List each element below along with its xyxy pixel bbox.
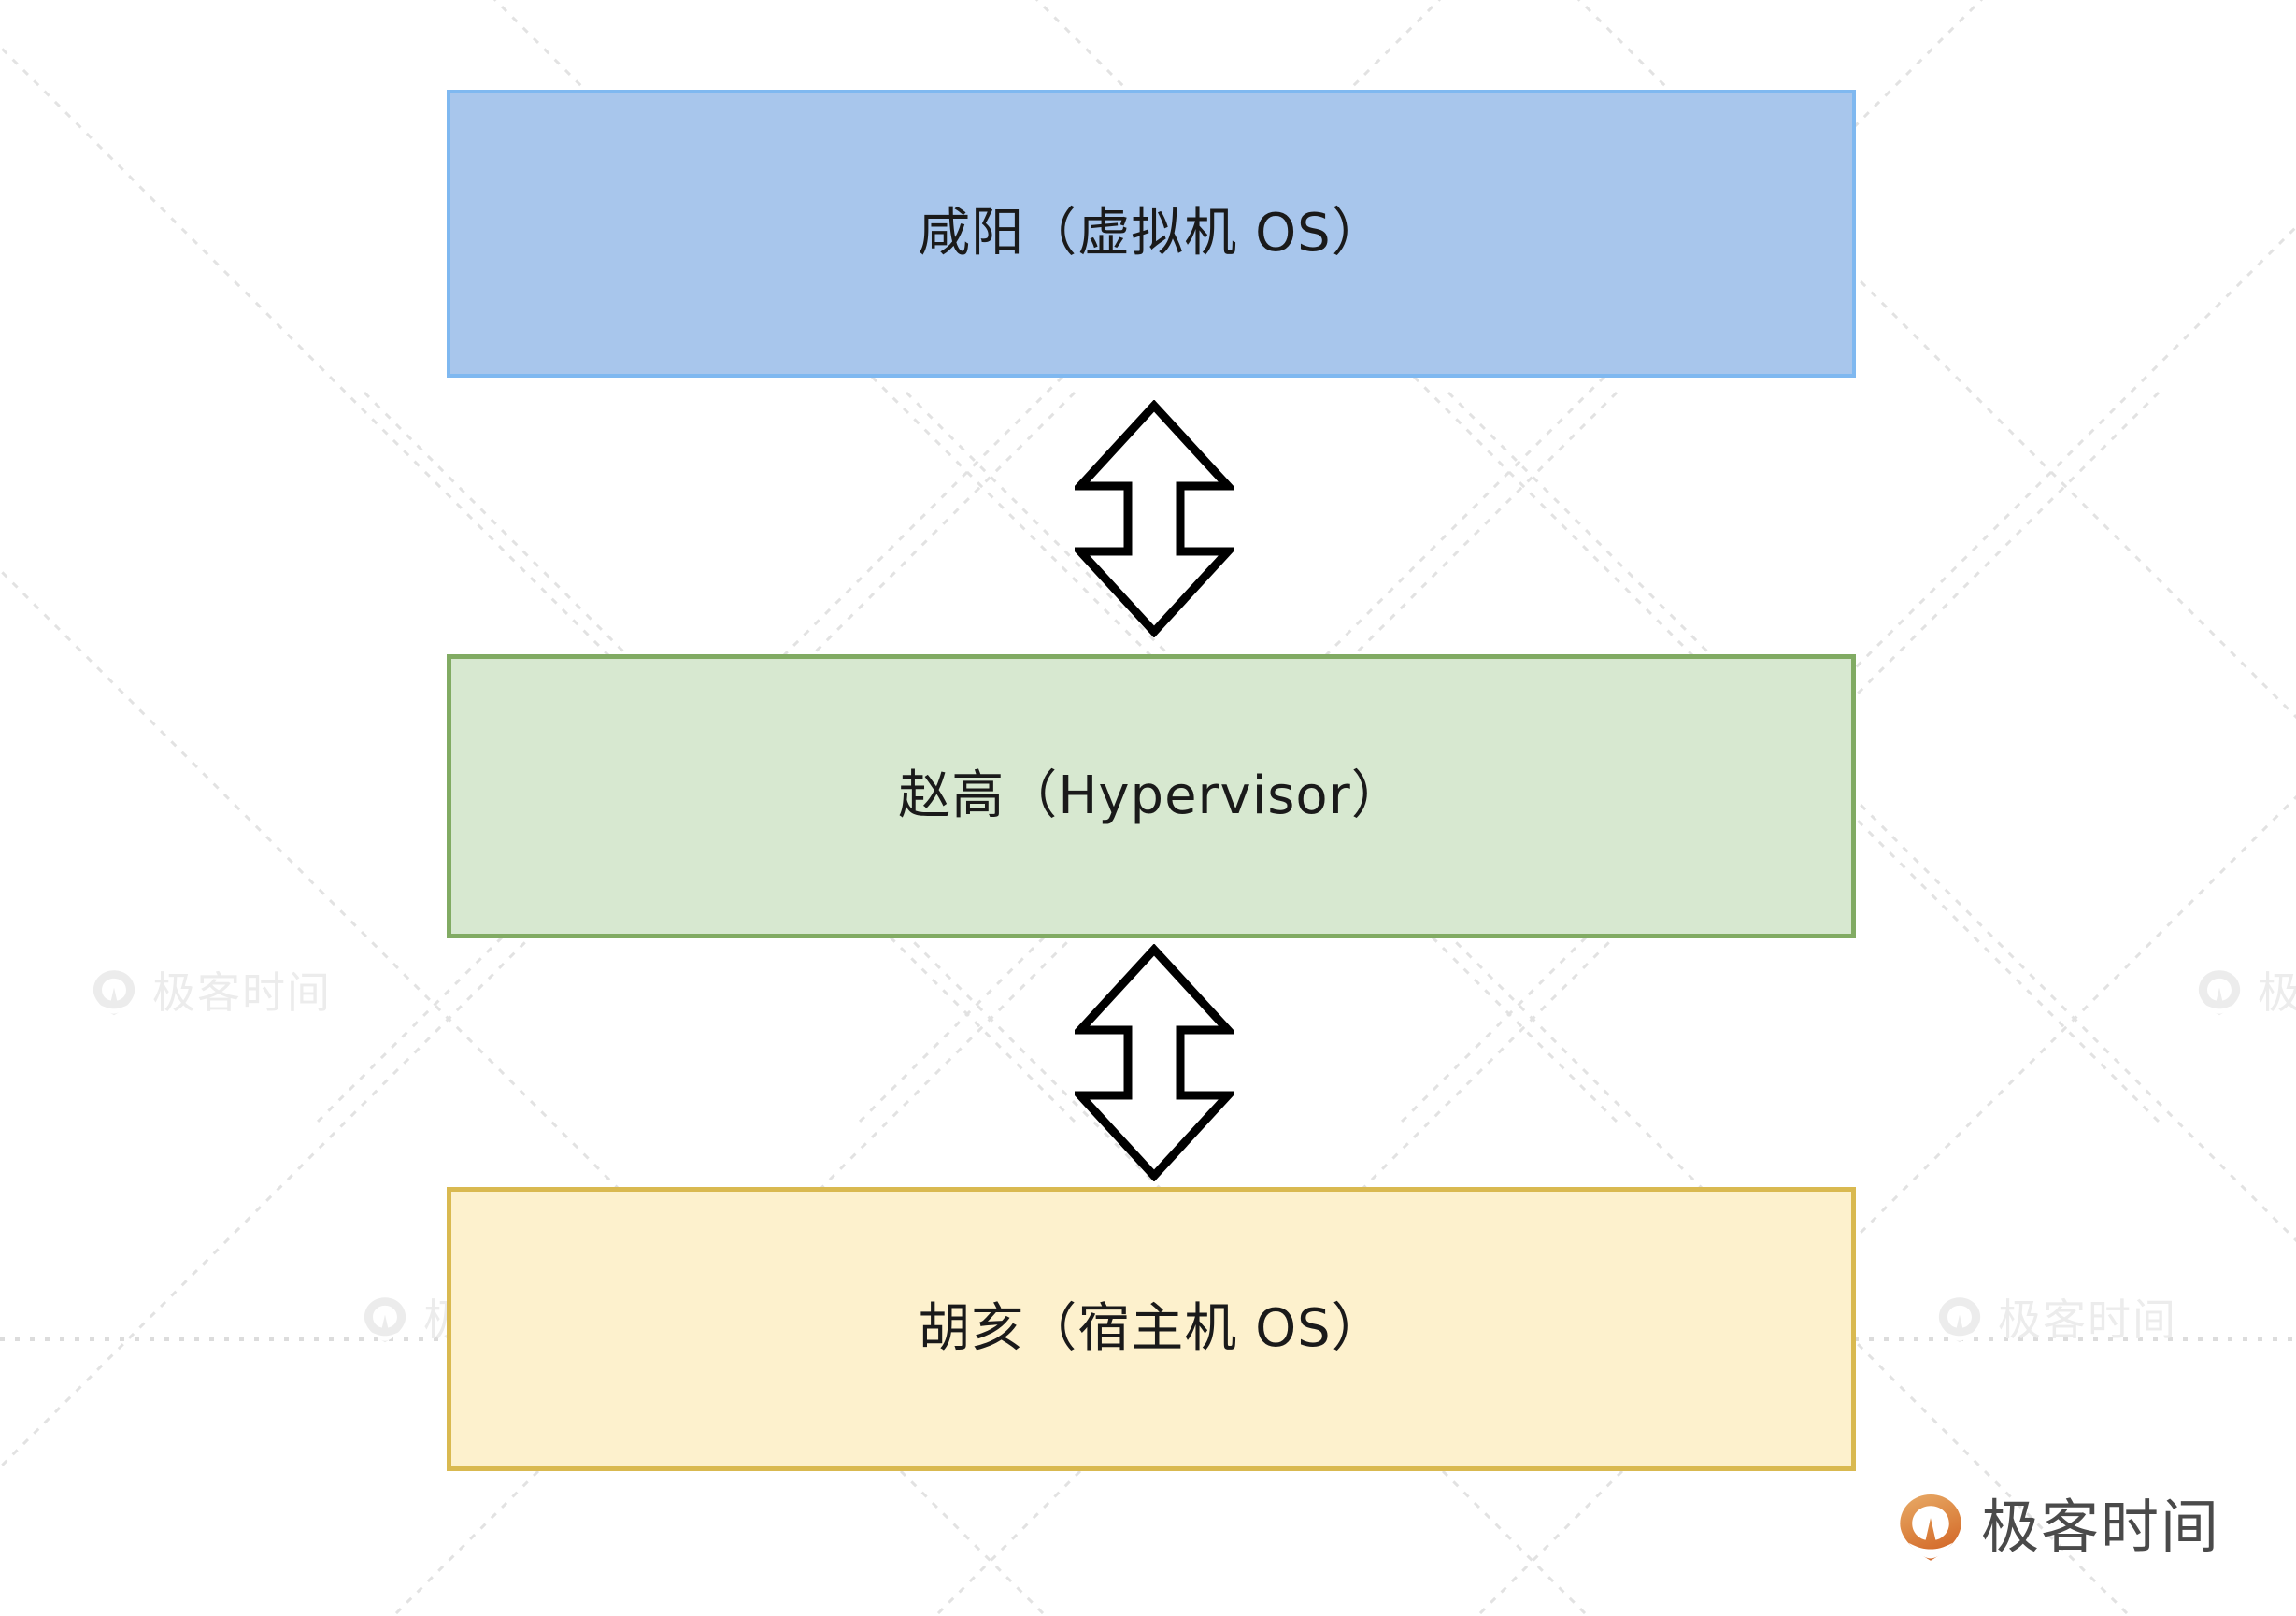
brand-name: 极客时间 — [1981, 1493, 2221, 1561]
layer-box-host-os[interactable]: 胡亥（宿主机 OS） — [447, 1187, 1856, 1471]
watermark-label: 极客时间 — [1998, 1294, 2177, 1345]
background-watermark: 极客时间 — [2194, 967, 2296, 1018]
geektime-pin-icon — [93, 970, 135, 1016]
layer-label-hypervisor: 赵高（Hypervisor） — [898, 765, 1405, 827]
layer-box-hypervisor[interactable]: 赵高（Hypervisor） — [447, 654, 1856, 938]
layer-label-host-os: 胡亥（宿主机 OS） — [918, 1298, 1385, 1360]
background-watermark: 极客时间 — [89, 967, 332, 1018]
watermark-label: 极客时间 — [152, 967, 332, 1018]
geektime-pin-icon — [364, 1297, 406, 1343]
background-watermark: 极客时间 — [1934, 1294, 2177, 1345]
double-headed-vertical-arrow-icon — [1075, 944, 1234, 1181]
watermark-label: 极客时间 — [2258, 967, 2296, 1018]
geektime-pin-icon — [1938, 1297, 1981, 1343]
geektime-pin-icon — [1900, 1494, 1961, 1561]
layer-label-virtual-machine-os: 咸阳（虚拟机 OS） — [918, 203, 1385, 265]
brand-logo: 极客时间 — [1895, 1492, 2220, 1563]
geektime-pin-icon — [2198, 970, 2241, 1016]
double-headed-vertical-arrow-icon — [1075, 400, 1234, 637]
layer-box-virtual-machine-os[interactable]: 咸阳（虚拟机 OS） — [447, 90, 1856, 378]
